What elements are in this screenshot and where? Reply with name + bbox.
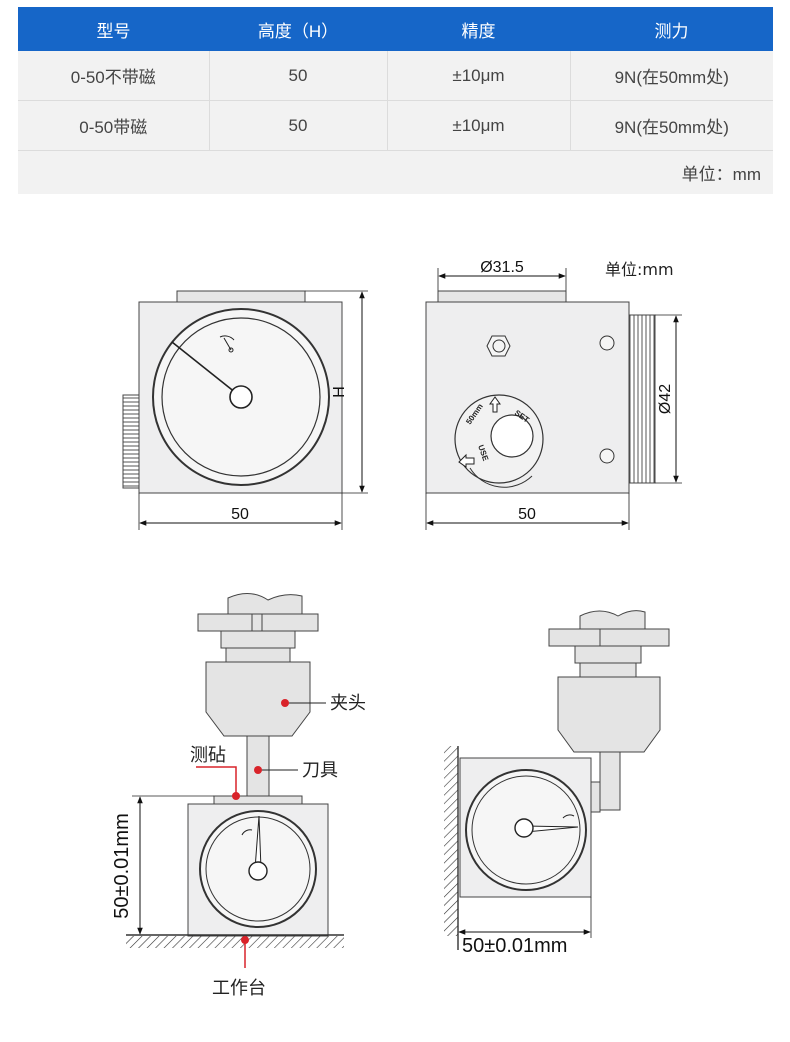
dial-mini-scale xyxy=(219,335,235,341)
cell-force: 9N(在50mm处) xyxy=(570,100,773,151)
dial-hub xyxy=(229,385,253,409)
header-model: 型号 xyxy=(18,7,209,51)
chuck-side xyxy=(557,676,661,753)
usage-horizontal: 50±0.01mm xyxy=(444,610,670,957)
side-width-label: 50 xyxy=(518,506,536,523)
spindle-flange xyxy=(197,613,319,632)
top-dia-label: Ø31.5 xyxy=(480,259,524,276)
spindle-top xyxy=(227,593,303,617)
top-anvil xyxy=(176,290,306,304)
tool-label: 刀具 xyxy=(302,760,338,781)
cell-accuracy: ±10μm xyxy=(387,100,571,151)
table-marker xyxy=(241,936,249,944)
mount-hole-bottom xyxy=(599,448,615,464)
header-height: 高度（H） xyxy=(209,7,387,51)
knob-dia-label: Ø42 xyxy=(657,384,674,414)
cell-height: 50 xyxy=(209,100,388,151)
dial-inner xyxy=(161,317,321,477)
chuck-label: 夹头 xyxy=(330,693,366,714)
chuck-marker xyxy=(281,699,289,707)
cell-model: 0-50不带磁 xyxy=(18,51,210,101)
cell-force: 9N(在50mm处) xyxy=(570,51,773,101)
hex-screw xyxy=(486,335,511,357)
side-knob xyxy=(122,394,140,489)
wall-hatch xyxy=(444,746,458,936)
unit-note: 单位：mm xyxy=(18,150,773,194)
tool-marker xyxy=(254,766,262,774)
use-arrow-icon xyxy=(458,453,475,468)
side-top-anvil xyxy=(437,290,567,304)
table-row: 0-50带磁 50 ±10μm 9N(在50mm处) xyxy=(18,100,773,151)
set-arrow-icon xyxy=(489,396,501,413)
header-accuracy: 精度 xyxy=(387,7,570,51)
cell-height: 50 xyxy=(209,51,388,101)
mount-hole-top xyxy=(599,335,615,351)
front-view: H 50 xyxy=(122,290,368,530)
cell-model: 0-50带磁 xyxy=(18,100,210,151)
table-row: 0-50不带磁 50 ±10μm 9N(在50mm处) xyxy=(18,51,773,101)
table-unit-row: 单位：mm xyxy=(18,150,773,194)
front-width-label: 50 xyxy=(231,506,249,523)
height-dim-label: H xyxy=(331,386,348,398)
anvil-marker xyxy=(232,792,240,800)
chuck xyxy=(205,661,311,737)
anvil-label: 测砧 xyxy=(190,745,226,766)
side-tolerance-label: 50±0.01mm xyxy=(462,935,567,957)
spec-table: 型号 高度（H） 精度 测力 0-50不带磁 50 ±10μm 9N(在50mm… xyxy=(18,7,773,194)
drawing-unit: 单位:mm xyxy=(605,260,674,279)
side-view: 单位:mm Ø31.5 50mm SET USE Ø42 50 xyxy=(425,259,682,530)
height-tolerance-label: 50±0.01mm xyxy=(111,813,133,918)
table-header-row: 型号 高度（H） 精度 测力 xyxy=(18,7,773,51)
cell-accuracy: ±10μm xyxy=(387,51,571,101)
magnet-knob xyxy=(490,414,534,458)
header-force: 测力 xyxy=(570,7,773,51)
worktable-hatch xyxy=(126,936,344,948)
side-large-knob xyxy=(628,314,656,484)
worktable-label: 工作台 xyxy=(212,978,266,999)
dial-pointer xyxy=(171,341,242,398)
usage-vertical: 50±0.01mm 夹头 刀具 测砧 工作台 xyxy=(111,593,366,999)
